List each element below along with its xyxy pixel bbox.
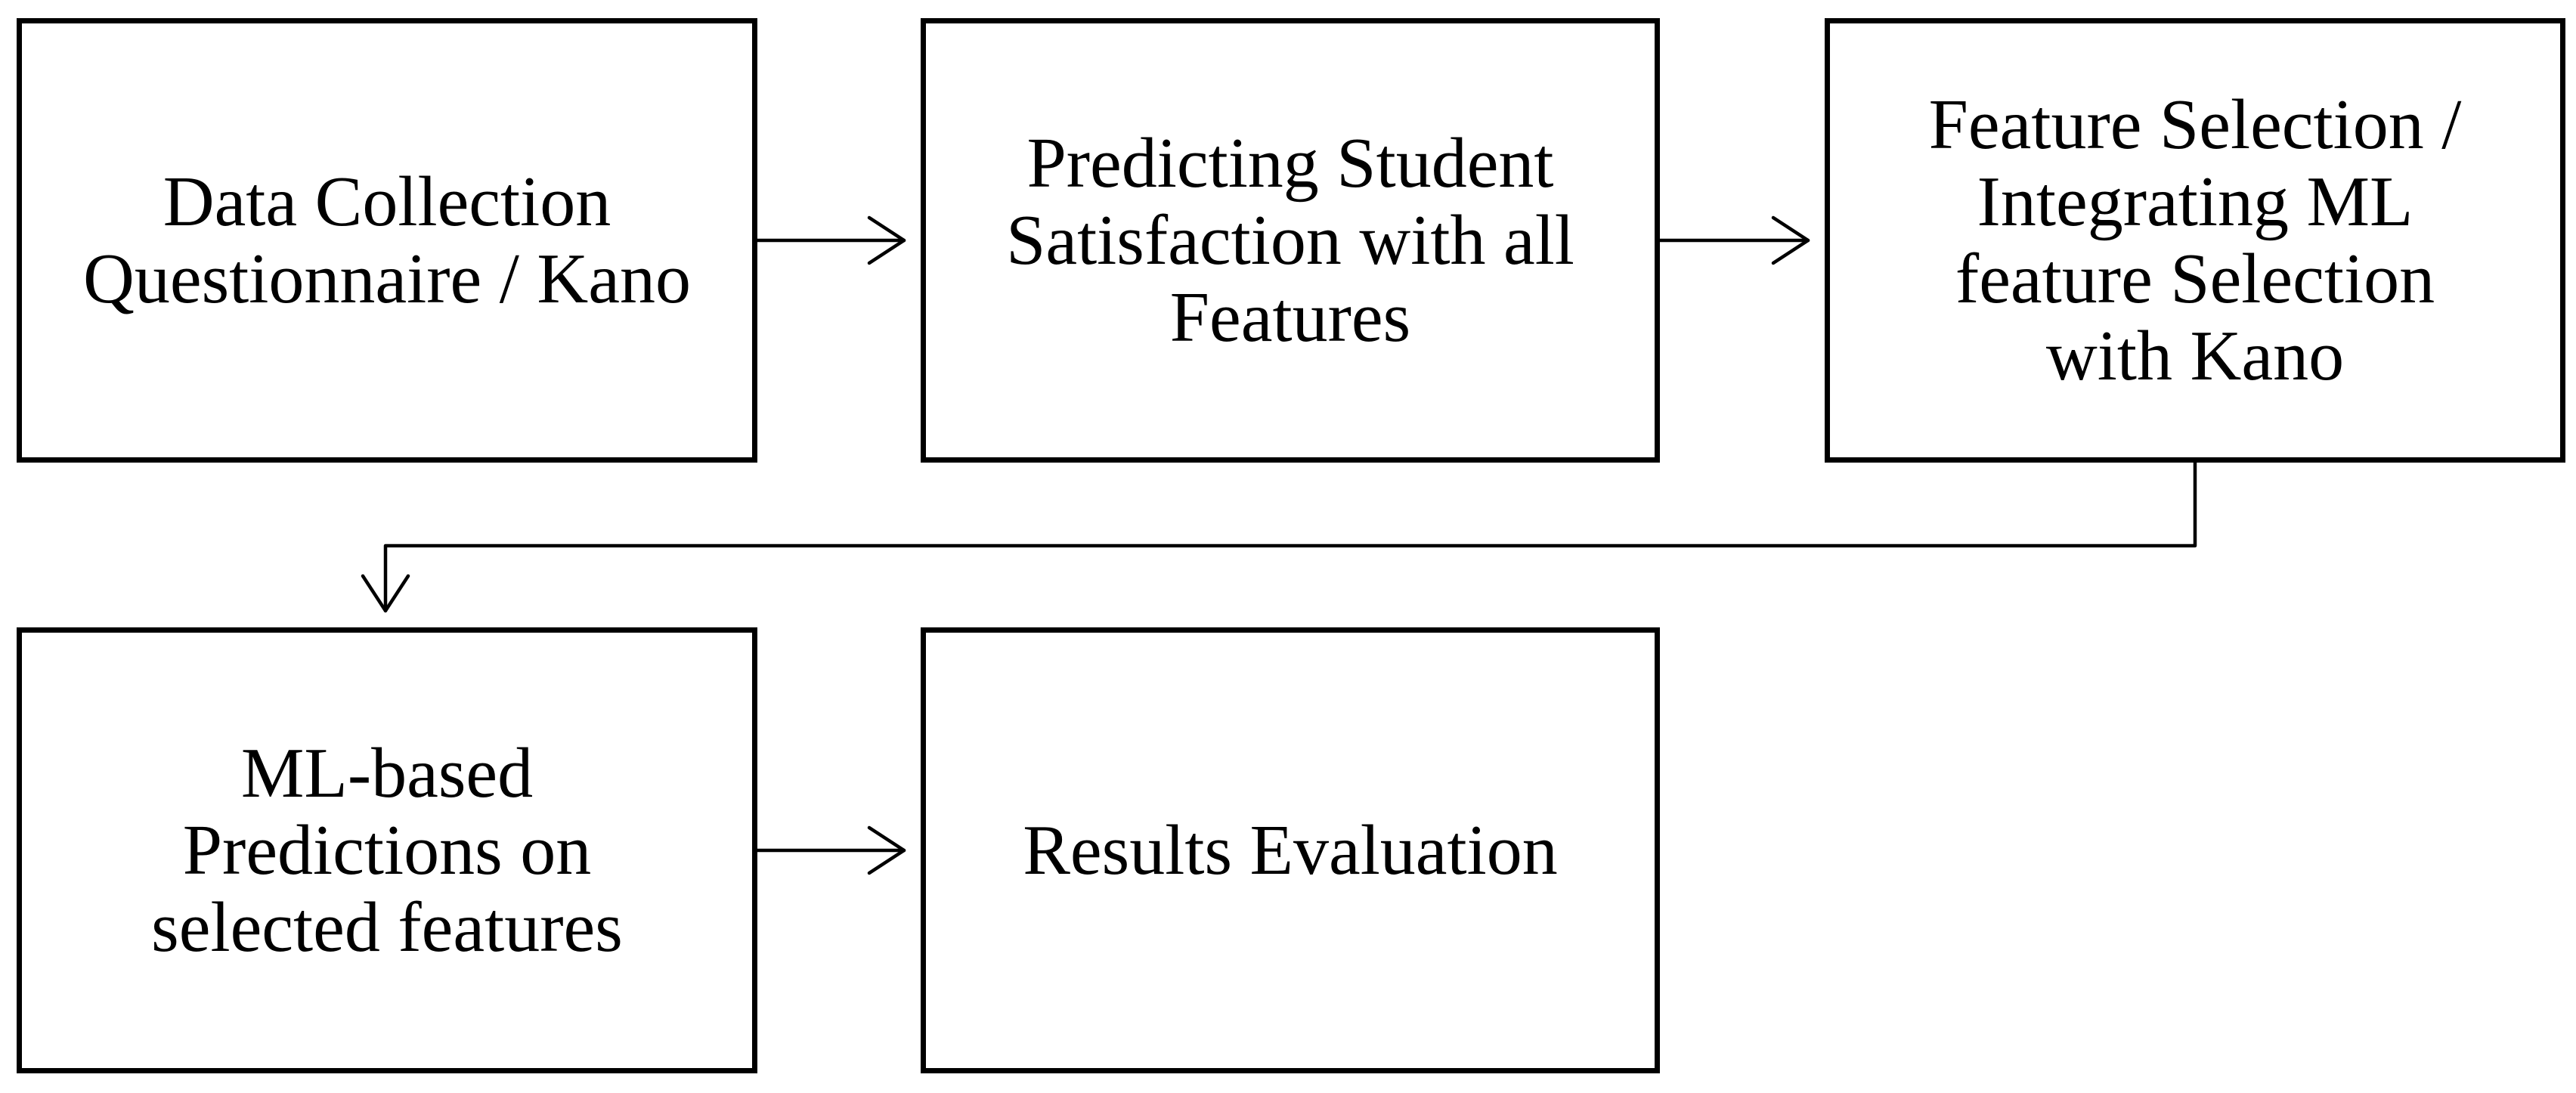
box-label-line: Feature Selection /: [1928, 85, 2462, 164]
arrowhead-icon: [867, 825, 906, 875]
box-label-line: Questionnaire / Kano: [82, 240, 691, 318]
box-label-line: ML-based: [240, 734, 534, 813]
arrowhead-icon: [1771, 215, 1810, 265]
box-label: Feature Selection / Integrating ML featu…: [1929, 86, 2462, 395]
box-label-line: Features: [1169, 278, 1411, 357]
box-label-line: selected features: [151, 888, 623, 967]
box-label-line: Data Collection: [163, 163, 611, 241]
box-label-line: Integrating ML: [1977, 163, 2413, 241]
box-label-line: with Kano: [2045, 317, 2345, 395]
arrowhead-icon: [867, 215, 906, 265]
box-label-line: Predictions on: [182, 811, 592, 890]
box-label-line: Satisfaction with all: [1006, 201, 1574, 280]
box-feature-selection: Feature Selection / Integrating ML featu…: [1825, 18, 2565, 463]
box-data-collection: Data Collection Questionnaire / Kano: [17, 18, 757, 463]
box-label: Results Evaluation: [1023, 812, 1558, 889]
box-ml-predictions: ML-based Predictions on selected feature…: [17, 627, 757, 1073]
box-label: Data Collection Questionnaire / Kano: [83, 163, 691, 317]
box-label-line: Predicting Student: [1026, 124, 1554, 203]
box-results-evaluation: Results Evaluation: [921, 627, 1660, 1073]
box-label: ML-based Predictions on selected feature…: [151, 735, 623, 966]
box-label: Predicting Student Satisfaction with all…: [1006, 125, 1574, 356]
box-predicting-satisfaction: Predicting Student Satisfaction with all…: [921, 18, 1660, 463]
arrow-feature-selection-to-ml-predictions: [383, 460, 2197, 613]
box-label-line: feature Selection: [1955, 240, 2435, 318]
box-label-line: Results Evaluation: [1023, 811, 1558, 890]
arrowhead-icon: [361, 574, 410, 613]
